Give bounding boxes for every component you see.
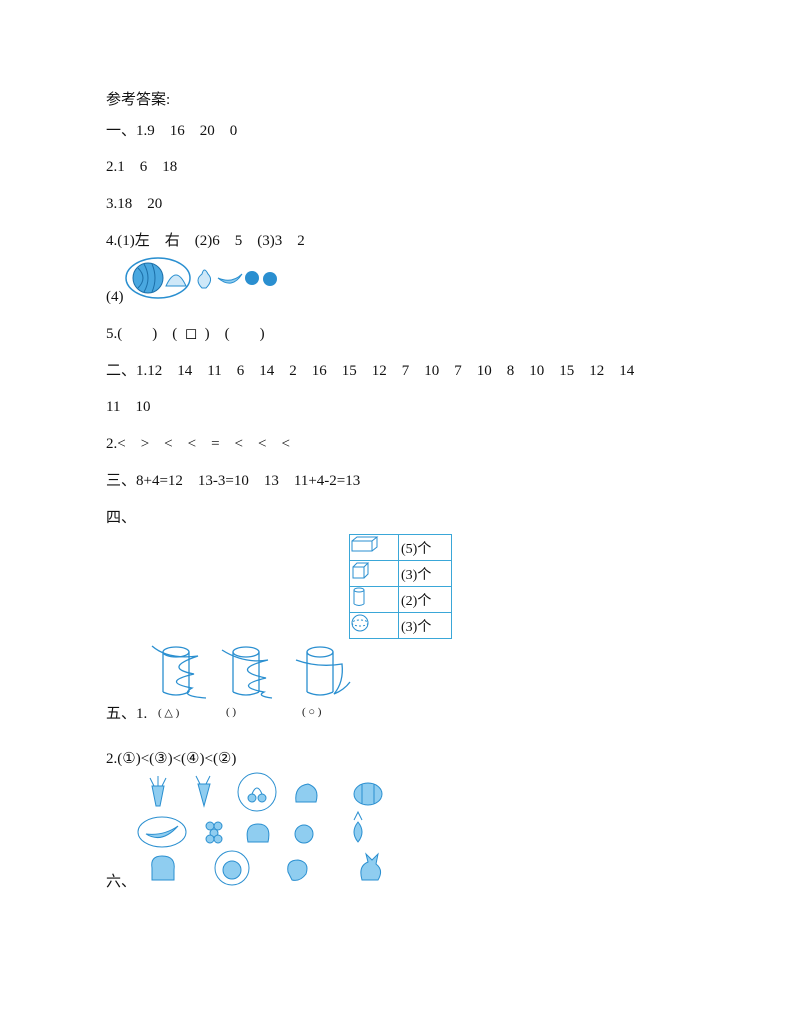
radish-icon — [151, 785, 165, 807]
ribbon-cylinders-illustration — [151, 645, 351, 699]
classification-picture-grid — [137, 772, 383, 886]
fruit-row-illustration — [125, 257, 277, 299]
count-sphere: (3)个 — [398, 612, 452, 639]
apple-icon — [263, 272, 277, 286]
section-1-q4: 4.(1)左 右 (2)6 5 (3)3 2 — [106, 233, 305, 249]
cabbage-icon — [295, 783, 318, 803]
cat-icon — [360, 852, 382, 881]
cherry-icon — [247, 793, 257, 803]
table-row: (5)个 — [349, 534, 452, 561]
grapes-icon — [205, 821, 223, 844]
section-1-q3: 3.18 20 — [106, 196, 163, 212]
cuboid-icon — [351, 536, 379, 552]
cylinder-ribbon-2 — [221, 646, 273, 699]
table-row: (3)个 — [349, 612, 452, 639]
section-5-answer-2: ( ) — [226, 706, 237, 718]
table-row: (2)个 — [349, 586, 452, 613]
pumpkin-icon — [353, 782, 383, 806]
puppy-icon — [151, 855, 175, 881]
cylinder-ribbon-3 — [295, 646, 351, 696]
chick-icon — [287, 859, 308, 881]
apple-icon — [222, 860, 242, 880]
section-5-q2: 2.(①)<(③)<(④)<(②) — [106, 751, 237, 767]
section-5-label: 五、1. — [106, 706, 148, 722]
banana-icon — [217, 273, 243, 284]
section-5-answer-1: ( △ ) — [158, 707, 180, 719]
circle-mark — [214, 850, 250, 886]
cylinder-icon — [353, 587, 365, 606]
carrot-icon — [197, 783, 211, 808]
section-1-q1: 一、1.9 16 20 0 — [106, 123, 238, 139]
count-cylinder: (2)个 — [398, 586, 452, 613]
pear-icon — [197, 269, 212, 289]
section-2-line-1: 二、1.12 14 11 6 14 2 16 15 12 7 10 7 10 8… — [106, 363, 635, 379]
circle-mark — [237, 772, 277, 812]
cylinder-ribbon-1 — [151, 645, 207, 699]
section-1-q2: 2.1 6 18 — [106, 159, 178, 175]
section-5-answer-3: ( ○ ) — [302, 706, 322, 718]
table-row: (3)个 — [349, 560, 452, 587]
circle-mark — [125, 257, 191, 299]
section-2-line-2: 11 10 — [106, 399, 151, 415]
section-2-line-3: 2.< > < < = < < < — [106, 436, 290, 452]
section-4-label: 四、 — [106, 510, 137, 526]
section-1-q5: 5.( ) ( ◻ ) ( ) — [106, 326, 265, 342]
pineapple-icon — [353, 821, 363, 843]
cube-icon — [352, 562, 370, 579]
sphere-icon — [351, 614, 369, 632]
peach-icon — [246, 823, 270, 843]
count-cube: (3)个 — [398, 560, 452, 587]
answers-heading: 参考答案: — [106, 92, 171, 108]
section-1-q4-4-label: (4) — [106, 289, 124, 305]
circle-mark — [137, 816, 187, 848]
watermelon-slice-icon — [165, 274, 187, 287]
section-6-label: 六、 — [106, 874, 137, 890]
shape-count-table: (5)个 (3)个 (2)个 (3)个 — [349, 534, 452, 639]
section-3-line: 三、8+4=12 13-3=10 13 11+4-2=13 — [106, 473, 361, 489]
count-cuboid: (5)个 — [398, 534, 452, 561]
strawberry-icon — [245, 271, 259, 285]
apple-icon — [294, 824, 314, 844]
banana-icon — [145, 825, 179, 839]
